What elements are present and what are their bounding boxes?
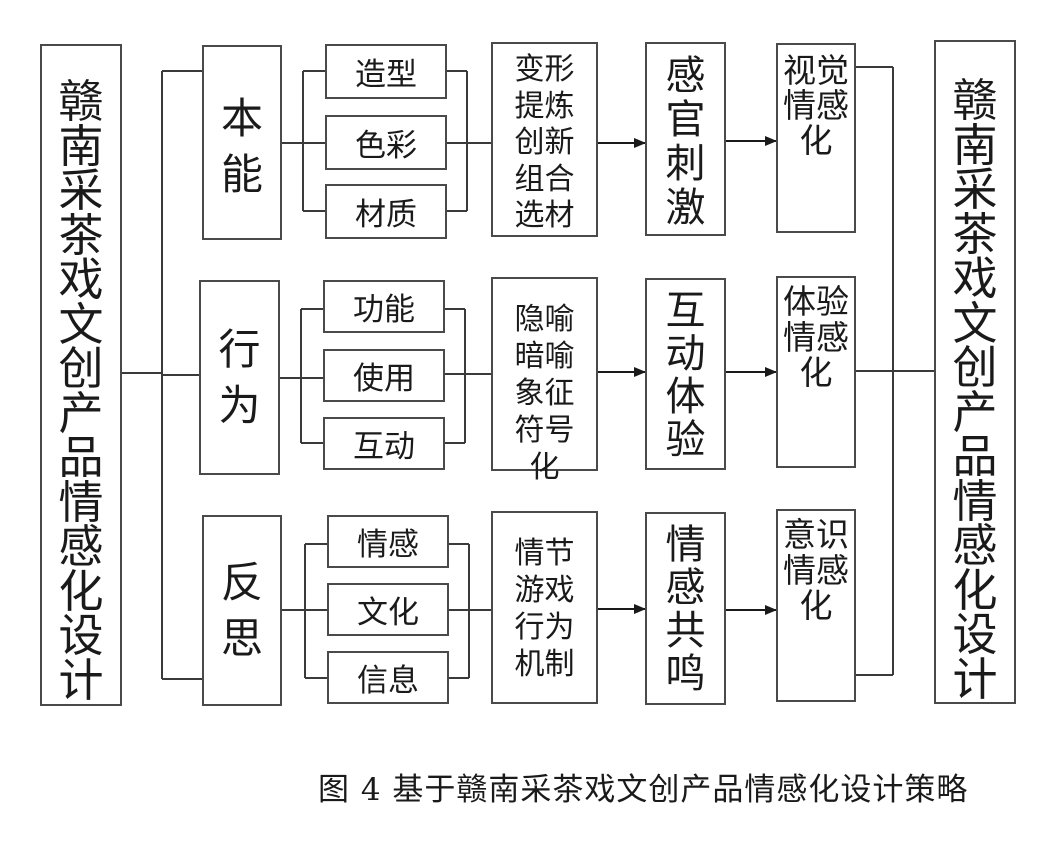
effect-box-sensory: 感官刺激 (645, 42, 726, 236)
effect-text: 感官刺激 (665, 53, 706, 231)
result-text: 意识情感化 (783, 515, 849, 625)
method-box-behavior: 隐喻暗喻象征符号化 (491, 277, 598, 485)
item-box-usage: 使用 (323, 349, 445, 402)
method-text: 变形提炼创新组合选材 (514, 52, 575, 233)
effect-box-interactive: 互动体验 (645, 278, 726, 470)
item-box-culture: 文化 (327, 583, 449, 636)
level-box-reflection: 反思 (202, 515, 282, 706)
item-label: 文化 (357, 595, 419, 631)
item-box-material: 材质 (325, 184, 447, 239)
item-label: 造型 (355, 57, 417, 93)
level-label: 行为 (218, 325, 261, 430)
item-box-modeling: 造型 (325, 44, 447, 99)
method-box-instinct: 变形提炼创新组合选材 (491, 42, 598, 237)
effect-text: 情感共鸣 (665, 522, 706, 697)
item-label: 信息 (357, 663, 419, 699)
left-title-text: 赣南采茶戏文创产品情感化设计 (58, 75, 104, 707)
result-box-visual: 视觉情感化 (776, 43, 856, 233)
effect-box-resonance: 情感共鸣 (645, 512, 726, 705)
item-box-function: 功能 (323, 280, 445, 333)
left-title-box: 赣南采茶戏文创产品情感化设计 (40, 44, 122, 706)
right-title-text: 赣南采茶戏文创产品情感化设计 (952, 74, 998, 706)
item-box-emotion: 情感 (327, 515, 449, 568)
method-text: 隐喻暗喻象征符号化 (514, 302, 575, 485)
item-label: 互动 (353, 429, 415, 465)
effect-text: 互动体验 (665, 288, 706, 463)
level-box-instinct: 本能 (202, 45, 282, 240)
figure-caption: 图 4 基于赣南采茶戏文创产品情感化设计策略 (318, 772, 969, 808)
item-label: 材质 (355, 197, 417, 233)
method-text: 情节游戏行为机制 (514, 536, 575, 682)
result-box-experience: 体验情感化 (776, 276, 856, 468)
method-box-reflection: 情节游戏行为机制 (491, 511, 598, 704)
result-box-consciousness: 意识情感化 (776, 509, 856, 702)
item-box-color: 色彩 (325, 115, 447, 170)
level-label: 本能 (220, 94, 263, 199)
item-label: 使用 (353, 361, 415, 397)
right-title-box: 赣南采茶戏文创产品情感化设计 (934, 40, 1016, 704)
result-text: 体验情感化 (783, 282, 849, 392)
level-box-behavior: 行为 (199, 280, 280, 475)
item-box-interaction: 互动 (323, 417, 445, 470)
result-text: 视觉情感化 (783, 51, 849, 160)
level-label: 反思 (220, 558, 263, 663)
item-label: 色彩 (355, 128, 417, 164)
item-label: 情感 (357, 527, 419, 563)
item-label: 功能 (353, 292, 415, 328)
item-box-information: 信息 (327, 651, 449, 704)
